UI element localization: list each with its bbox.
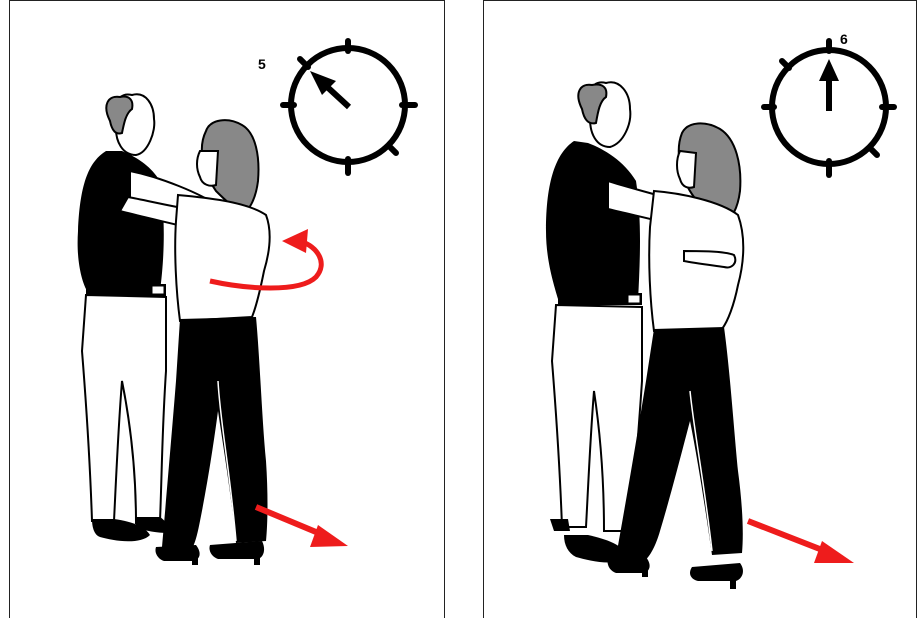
dance-panel-left: 5 — [9, 0, 445, 618]
step-direction-arrow-icon — [748, 521, 854, 563]
clock-hand-icon — [819, 59, 839, 111]
clock-hand-icon — [310, 71, 349, 107]
dance-illustration-left — [10, 1, 445, 618]
step-direction-arrow-icon — [256, 507, 348, 547]
dance-illustration-right — [484, 1, 917, 618]
dance-panel-right: 6 — [483, 0, 917, 618]
